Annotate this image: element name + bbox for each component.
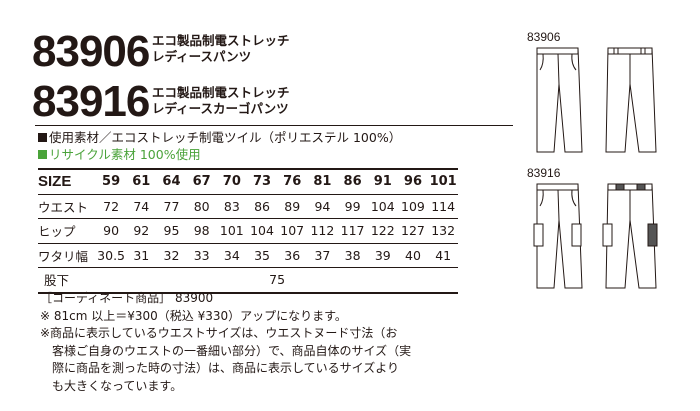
size-note-line: ※商品に表示しているウエストサイズは、ウエストヌード寸法（お — [40, 326, 398, 340]
table-cell: 104 — [246, 218, 278, 244]
size-cell: 61 — [126, 168, 157, 195]
table-cell: 90 — [96, 218, 127, 244]
size-note-line: も大きくなっています。 — [40, 378, 183, 393]
size-table: SIZE 59 61 64 67 70 73 76 81 86 91 96 10… — [38, 168, 459, 294]
size-cell: 73 — [246, 168, 278, 195]
table-cell: 98 — [186, 218, 217, 244]
size-cell: 70 — [216, 168, 247, 195]
product-name-83906: エコ製品制電ストレッチ レディースパンツ — [152, 33, 290, 65]
table-cell: 72 — [96, 194, 127, 219]
table-cell: 40 — [397, 243, 429, 268]
material-text: 使用素材／エコストレッチ制電ツイル（ポリエステル 100%） — [49, 130, 402, 145]
table-cell: 114 — [428, 194, 459, 219]
row-label: 股下 — [38, 267, 96, 294]
table-cell: 109 — [397, 194, 429, 219]
illustration-label-83906: 83906 — [527, 30, 561, 44]
size-cell: 59 — [96, 168, 127, 195]
table-cell: 95 — [156, 218, 187, 244]
waist-row: ウエスト 72 74 77 80 83 86 89 94 99 104 109 … — [38, 194, 459, 219]
table-cell: 107 — [277, 218, 308, 244]
hip-row: ヒップ 90 92 95 98 101 104 107 112 117 122 … — [38, 218, 459, 244]
size-cell: 81 — [307, 168, 338, 195]
square-bullet-icon — [38, 150, 47, 159]
table-cell: 30.5 — [96, 243, 127, 268]
table-cell: 74 — [126, 194, 157, 219]
table-cell: 117 — [337, 218, 368, 244]
size-cell: 86 — [337, 168, 368, 195]
table-cell: 41 — [428, 243, 459, 268]
inseam-value: 75 — [96, 267, 459, 294]
size-note-line: 客様ご自身のウエストの一番細い部分）で、商品自体のサイズ（実 — [40, 343, 412, 358]
product-name-83916: エコ製品制電ストレッチ レディースカーゴパンツ — [152, 85, 290, 117]
price-note: ※ 81cm 以上＝¥300（税込 ¥330）アップになります。 — [40, 308, 347, 323]
material-line: 使用素材／エコストレッチ制電ツイル（ポリエステル 100%） — [38, 130, 401, 146]
recycle-text: リサイクル素材 100%使用 — [49, 147, 201, 162]
row-label: ワタリ幅 — [38, 243, 96, 268]
cargo-pants-icon — [533, 183, 658, 289]
table-cell: 99 — [337, 194, 368, 219]
row-label: ウエスト — [38, 194, 96, 219]
table-cell: 80 — [186, 194, 217, 219]
size-cell: 101 — [428, 168, 459, 195]
table-cell: 132 — [428, 218, 459, 244]
product-code-83916: 83916 — [32, 77, 150, 126]
table-cell: 86 — [246, 194, 278, 219]
table-cell: 36 — [277, 243, 308, 268]
table-cell: 94 — [307, 194, 338, 219]
size-cell: 91 — [367, 168, 398, 195]
illustration-label-83916: 83916 — [527, 166, 561, 180]
row-label: ヒップ — [38, 218, 96, 244]
size-cell: 96 — [397, 168, 429, 195]
table-cell: 89 — [277, 194, 308, 219]
square-bullet-icon — [38, 133, 47, 142]
table-cell: 39 — [367, 243, 398, 268]
table-cell: 104 — [367, 194, 398, 219]
notes: ［コーディネート商品］ 83900 ※ 81cm 以上＝¥300（税込 ¥330… — [40, 290, 411, 395]
table-cell: 31 — [126, 243, 157, 268]
table-cell: 35 — [246, 243, 278, 268]
product-name-line1: エコ製品制電ストレッチ — [152, 85, 290, 100]
divider — [35, 125, 513, 126]
table-cell: 122 — [367, 218, 398, 244]
table-cell: 112 — [307, 218, 338, 244]
table-cell: 38 — [337, 243, 368, 268]
size-cell: 76 — [277, 168, 308, 195]
straight-pants-icon — [536, 47, 657, 153]
size-cell: 67 — [186, 168, 217, 195]
thigh-width-row: ワタリ幅 30.5 31 32 33 34 35 36 37 38 39 40 … — [38, 243, 459, 268]
table-cell: 83 — [216, 194, 247, 219]
table-cell: 77 — [156, 194, 187, 219]
table-cell: 92 — [126, 218, 157, 244]
product-name-line1: エコ製品制電ストレッチ — [152, 33, 290, 48]
table-cell: 127 — [397, 218, 429, 244]
table-cell: 101 — [216, 218, 247, 244]
size-cell: 64 — [156, 168, 187, 195]
product-code-83906: 83906 — [32, 27, 150, 76]
size-header-row: SIZE 59 61 64 67 70 73 76 81 86 91 96 10… — [38, 168, 459, 195]
coordinate-note: ［コーディネート商品］ 83900 — [40, 291, 214, 305]
size-header-label: SIZE — [38, 168, 96, 195]
inseam-row: 股下 75 — [38, 267, 459, 294]
size-note-line: 際に商品を測った時の寸法）は、商品に表示しているサイズより — [40, 361, 400, 375]
recycle-line: リサイクル素材 100%使用 — [38, 147, 201, 163]
table-cell: 32 — [156, 243, 187, 268]
table-cell: 37 — [307, 243, 338, 268]
product-name-line2: レディースカーゴパンツ — [152, 101, 289, 116]
product-name-line2: レディースパンツ — [152, 49, 252, 64]
table-cell: 33 — [186, 243, 217, 268]
table-cell: 34 — [216, 243, 247, 268]
